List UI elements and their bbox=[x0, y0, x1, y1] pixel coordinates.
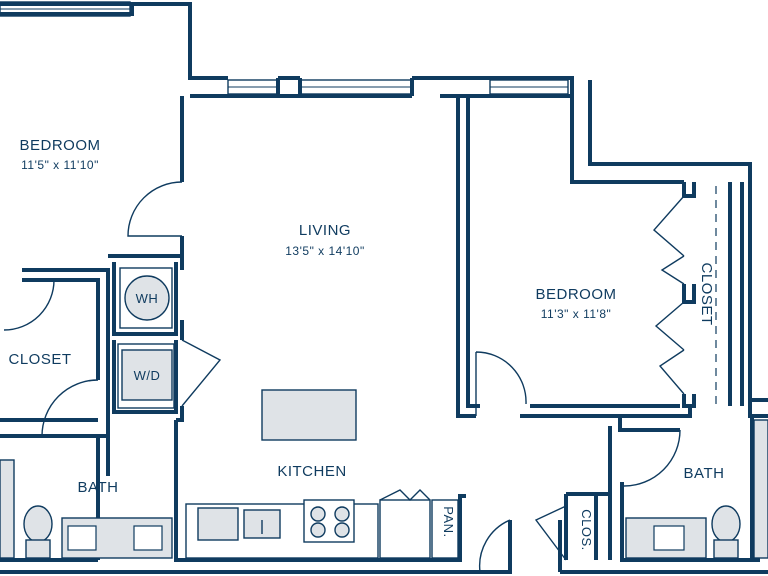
water-heater-label: WH bbox=[136, 291, 159, 306]
washer-dryer-label: W/D bbox=[134, 368, 161, 383]
door-bedroom-right bbox=[475, 351, 527, 416]
door-closet-left-2 bbox=[41, 379, 99, 437]
toilet-left bbox=[23, 505, 53, 543]
kitchen-name: KITCHEN bbox=[277, 463, 346, 480]
bifold-upper bbox=[653, 195, 685, 285]
door-bedroom-left bbox=[127, 181, 183, 237]
toilet-right bbox=[711, 505, 741, 543]
pantry bbox=[431, 499, 459, 559]
closet-left-name: CLOSET bbox=[8, 351, 71, 368]
bedroom-right-dims: 11'3" x 11'8" bbox=[541, 307, 612, 321]
water-heater: WH bbox=[119, 267, 173, 329]
door-wd bbox=[181, 339, 222, 407]
pantry-name: PAN. bbox=[441, 506, 456, 537]
washer-dryer: W/D bbox=[117, 343, 175, 409]
exterior-walls bbox=[0, 2, 768, 402]
refrigerator bbox=[379, 499, 431, 559]
door-bath-right bbox=[623, 429, 681, 487]
bifold-lower bbox=[654, 301, 685, 395]
kitchen-island bbox=[261, 389, 357, 441]
tub-left bbox=[0, 459, 15, 559]
living-name: LIVING bbox=[299, 222, 351, 239]
sink-right bbox=[653, 525, 685, 551]
living-dims: 13'5" x 14'10" bbox=[285, 244, 365, 258]
bedroom-left-name: BEDROOM bbox=[19, 137, 100, 154]
bath-left-name: BATH bbox=[78, 479, 119, 496]
door-closet-small bbox=[534, 505, 567, 561]
bath-right-fixtures bbox=[625, 419, 768, 559]
kitchen-counter bbox=[185, 489, 459, 559]
bedroom-right-name: BEDROOM bbox=[535, 286, 616, 303]
sink-left-2 bbox=[133, 525, 163, 551]
door-entry bbox=[478, 519, 511, 573]
bath-left-fixtures bbox=[0, 459, 173, 559]
tub-right bbox=[753, 419, 768, 559]
closet-right-name: CLOSET bbox=[698, 262, 715, 325]
windows bbox=[0, 1, 569, 95]
doors bbox=[3, 181, 685, 573]
bath-right-name: BATH bbox=[684, 465, 725, 482]
closet-small-name: CLOS. bbox=[579, 509, 594, 551]
bedroom-left-dims: 11'5" x 11'10" bbox=[21, 158, 99, 172]
door-closet-left bbox=[3, 279, 55, 331]
sink-left-1 bbox=[67, 525, 97, 551]
